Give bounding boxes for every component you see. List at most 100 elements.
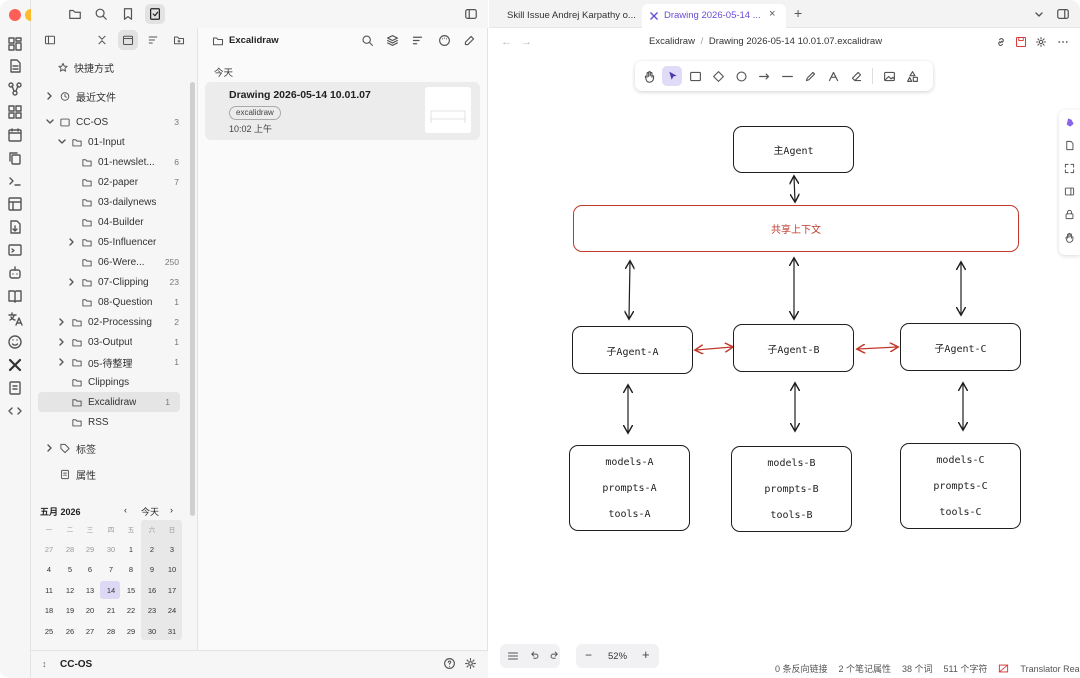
calendar-day[interactable]: 4: [46, 565, 52, 574]
tags-item[interactable]: 标签: [31, 438, 191, 458]
search-icon[interactable]: [94, 7, 108, 21]
excalidraw-canvas[interactable]: ← → Excalidraw / Drawing 2026-05-14 10.0…: [489, 28, 1080, 678]
back-button[interactable]: ←: [501, 36, 512, 48]
undo-icon[interactable]: [529, 650, 540, 661]
shapes-library-tool[interactable]: [902, 66, 922, 86]
sort-icon[interactable]: [411, 34, 424, 47]
folder-01-input[interactable]: 01-Input: [31, 132, 191, 152]
chevron-right-icon[interactable]: [45, 91, 55, 101]
calendar-day[interactable]: 21: [106, 606, 116, 615]
calendar-day[interactable]: 1: [128, 544, 134, 554]
calendar-day[interactable]: 30: [106, 544, 116, 554]
calendar-day[interactable]: 2: [149, 544, 155, 554]
active-view-button[interactable]: [145, 4, 165, 24]
tab-skill-issue[interactable]: Skill Issue Andrej Karpathy o...: [507, 10, 636, 21]
calendar-day[interactable]: 20: [85, 606, 95, 615]
file-icon[interactable]: [7, 58, 23, 74]
calendar-day[interactable]: 14: [106, 585, 116, 595]
calendar-day[interactable]: 8: [128, 565, 134, 574]
sub-agent-a-box[interactable]: 子Agent-A: [572, 326, 693, 374]
today-button[interactable]: 今天: [141, 507, 160, 517]
main-agent-box[interactable]: 主Agent: [733, 126, 854, 173]
chevron-right-icon[interactable]: [57, 337, 67, 347]
calendar-day[interactable]: 15: [126, 585, 136, 595]
new-tab-button[interactable]: +: [794, 5, 803, 21]
forward-button[interactable]: →: [521, 36, 532, 48]
zoom-level[interactable]: 52%: [608, 651, 628, 662]
chevron-right-icon[interactable]: [57, 357, 67, 367]
lock-icon[interactable]: [1064, 209, 1075, 220]
next-month-button[interactable]: ›: [170, 505, 173, 515]
blocks-icon[interactable]: [7, 104, 23, 120]
rectangle-tool[interactable]: [685, 66, 705, 86]
folder-04-builder[interactable]: 04-Builder: [31, 212, 191, 232]
calendar-day[interactable]: 9: [149, 565, 155, 574]
calendar-icon[interactable]: [7, 127, 23, 143]
tab-drawing-active[interactable]: Drawing 2026-05-14 ... ×: [642, 4, 786, 28]
toggle-sidebar-icon[interactable]: [464, 7, 478, 21]
calendar-day[interactable]: 28: [106, 626, 116, 636]
select-tool[interactable]: [662, 66, 682, 86]
hand-tool[interactable]: [639, 66, 659, 86]
chevron-right-icon[interactable]: [67, 277, 77, 287]
image-tool[interactable]: [879, 66, 899, 86]
eraser-tool[interactable]: [846, 66, 866, 86]
gear-icon[interactable]: [1035, 36, 1047, 48]
settings-icon[interactable]: [464, 657, 477, 670]
import-icon[interactable]: [7, 219, 23, 235]
resources-b-box[interactable]: models-B prompts-B tools-B: [731, 446, 852, 532]
folder-rss[interactable]: RSS: [31, 412, 191, 432]
console-icon[interactable]: [7, 242, 23, 258]
sidebar-icon[interactable]: [44, 34, 56, 46]
calendar-day[interactable]: 5: [67, 565, 73, 574]
bookmarks-item[interactable]: 快捷方式: [31, 57, 191, 77]
vault-root-item[interactable]: CC-OS 3: [31, 112, 191, 132]
ellipse-tool[interactable]: [731, 66, 751, 86]
calendar-day[interactable]: 7: [108, 565, 114, 574]
note-card[interactable]: Drawing 2026-05-14 10.01.07 excalidraw 1…: [205, 82, 480, 140]
palette-icon[interactable]: [438, 34, 451, 47]
graph-icon[interactable]: [7, 81, 23, 97]
props-count[interactable]: 2 个笔记属性: [838, 664, 892, 674]
calendar-day[interactable]: 11: [45, 585, 53, 595]
template-icon[interactable]: [7, 196, 23, 212]
save-icon[interactable]: [1015, 36, 1027, 48]
calendar-day[interactable]: 10: [167, 565, 177, 574]
layers-icon[interactable]: [386, 34, 399, 47]
prev-month-button[interactable]: ‹: [124, 505, 127, 515]
calendar-day[interactable]: 27: [44, 544, 54, 554]
sub-agent-b-box[interactable]: 子Agent-B: [733, 324, 854, 372]
fullscreen-icon[interactable]: [1064, 163, 1075, 174]
calendar-day[interactable]: 27: [85, 626, 95, 636]
copy-icon[interactable]: [7, 150, 23, 166]
properties-item[interactable]: 属性: [31, 464, 191, 484]
help-icon[interactable]: [443, 657, 456, 670]
note-icon[interactable]: [7, 380, 23, 396]
close-window-button[interactable]: [9, 9, 21, 21]
recent-files-item[interactable]: 最近文件: [31, 86, 191, 106]
calendar-day[interactable]: 29: [85, 544, 95, 554]
translate-icon[interactable]: [7, 311, 23, 327]
chevron-down-icon[interactable]: [1034, 10, 1044, 20]
book-icon[interactable]: [7, 288, 23, 304]
smile-icon[interactable]: [7, 334, 23, 350]
code-icon[interactable]: [7, 403, 23, 419]
calendar-day[interactable]: 12: [65, 585, 75, 595]
vault-name[interactable]: CC-OS: [60, 659, 93, 670]
calendar-day[interactable]: 29: [126, 626, 136, 636]
line-tool[interactable]: [777, 66, 797, 86]
explorer-scrollbar[interactable]: [190, 82, 195, 516]
terminal-icon[interactable]: [7, 173, 23, 189]
translator-icon[interactable]: [998, 663, 1009, 674]
new-folder-icon[interactable]: [173, 34, 185, 46]
folder-05-influencer[interactable]: 05-Influencer: [31, 232, 191, 252]
hand-icon[interactable]: [1064, 232, 1075, 243]
resources-a-box[interactable]: models-A prompts-A tools-A: [569, 445, 690, 531]
text-tool[interactable]: [823, 66, 843, 86]
